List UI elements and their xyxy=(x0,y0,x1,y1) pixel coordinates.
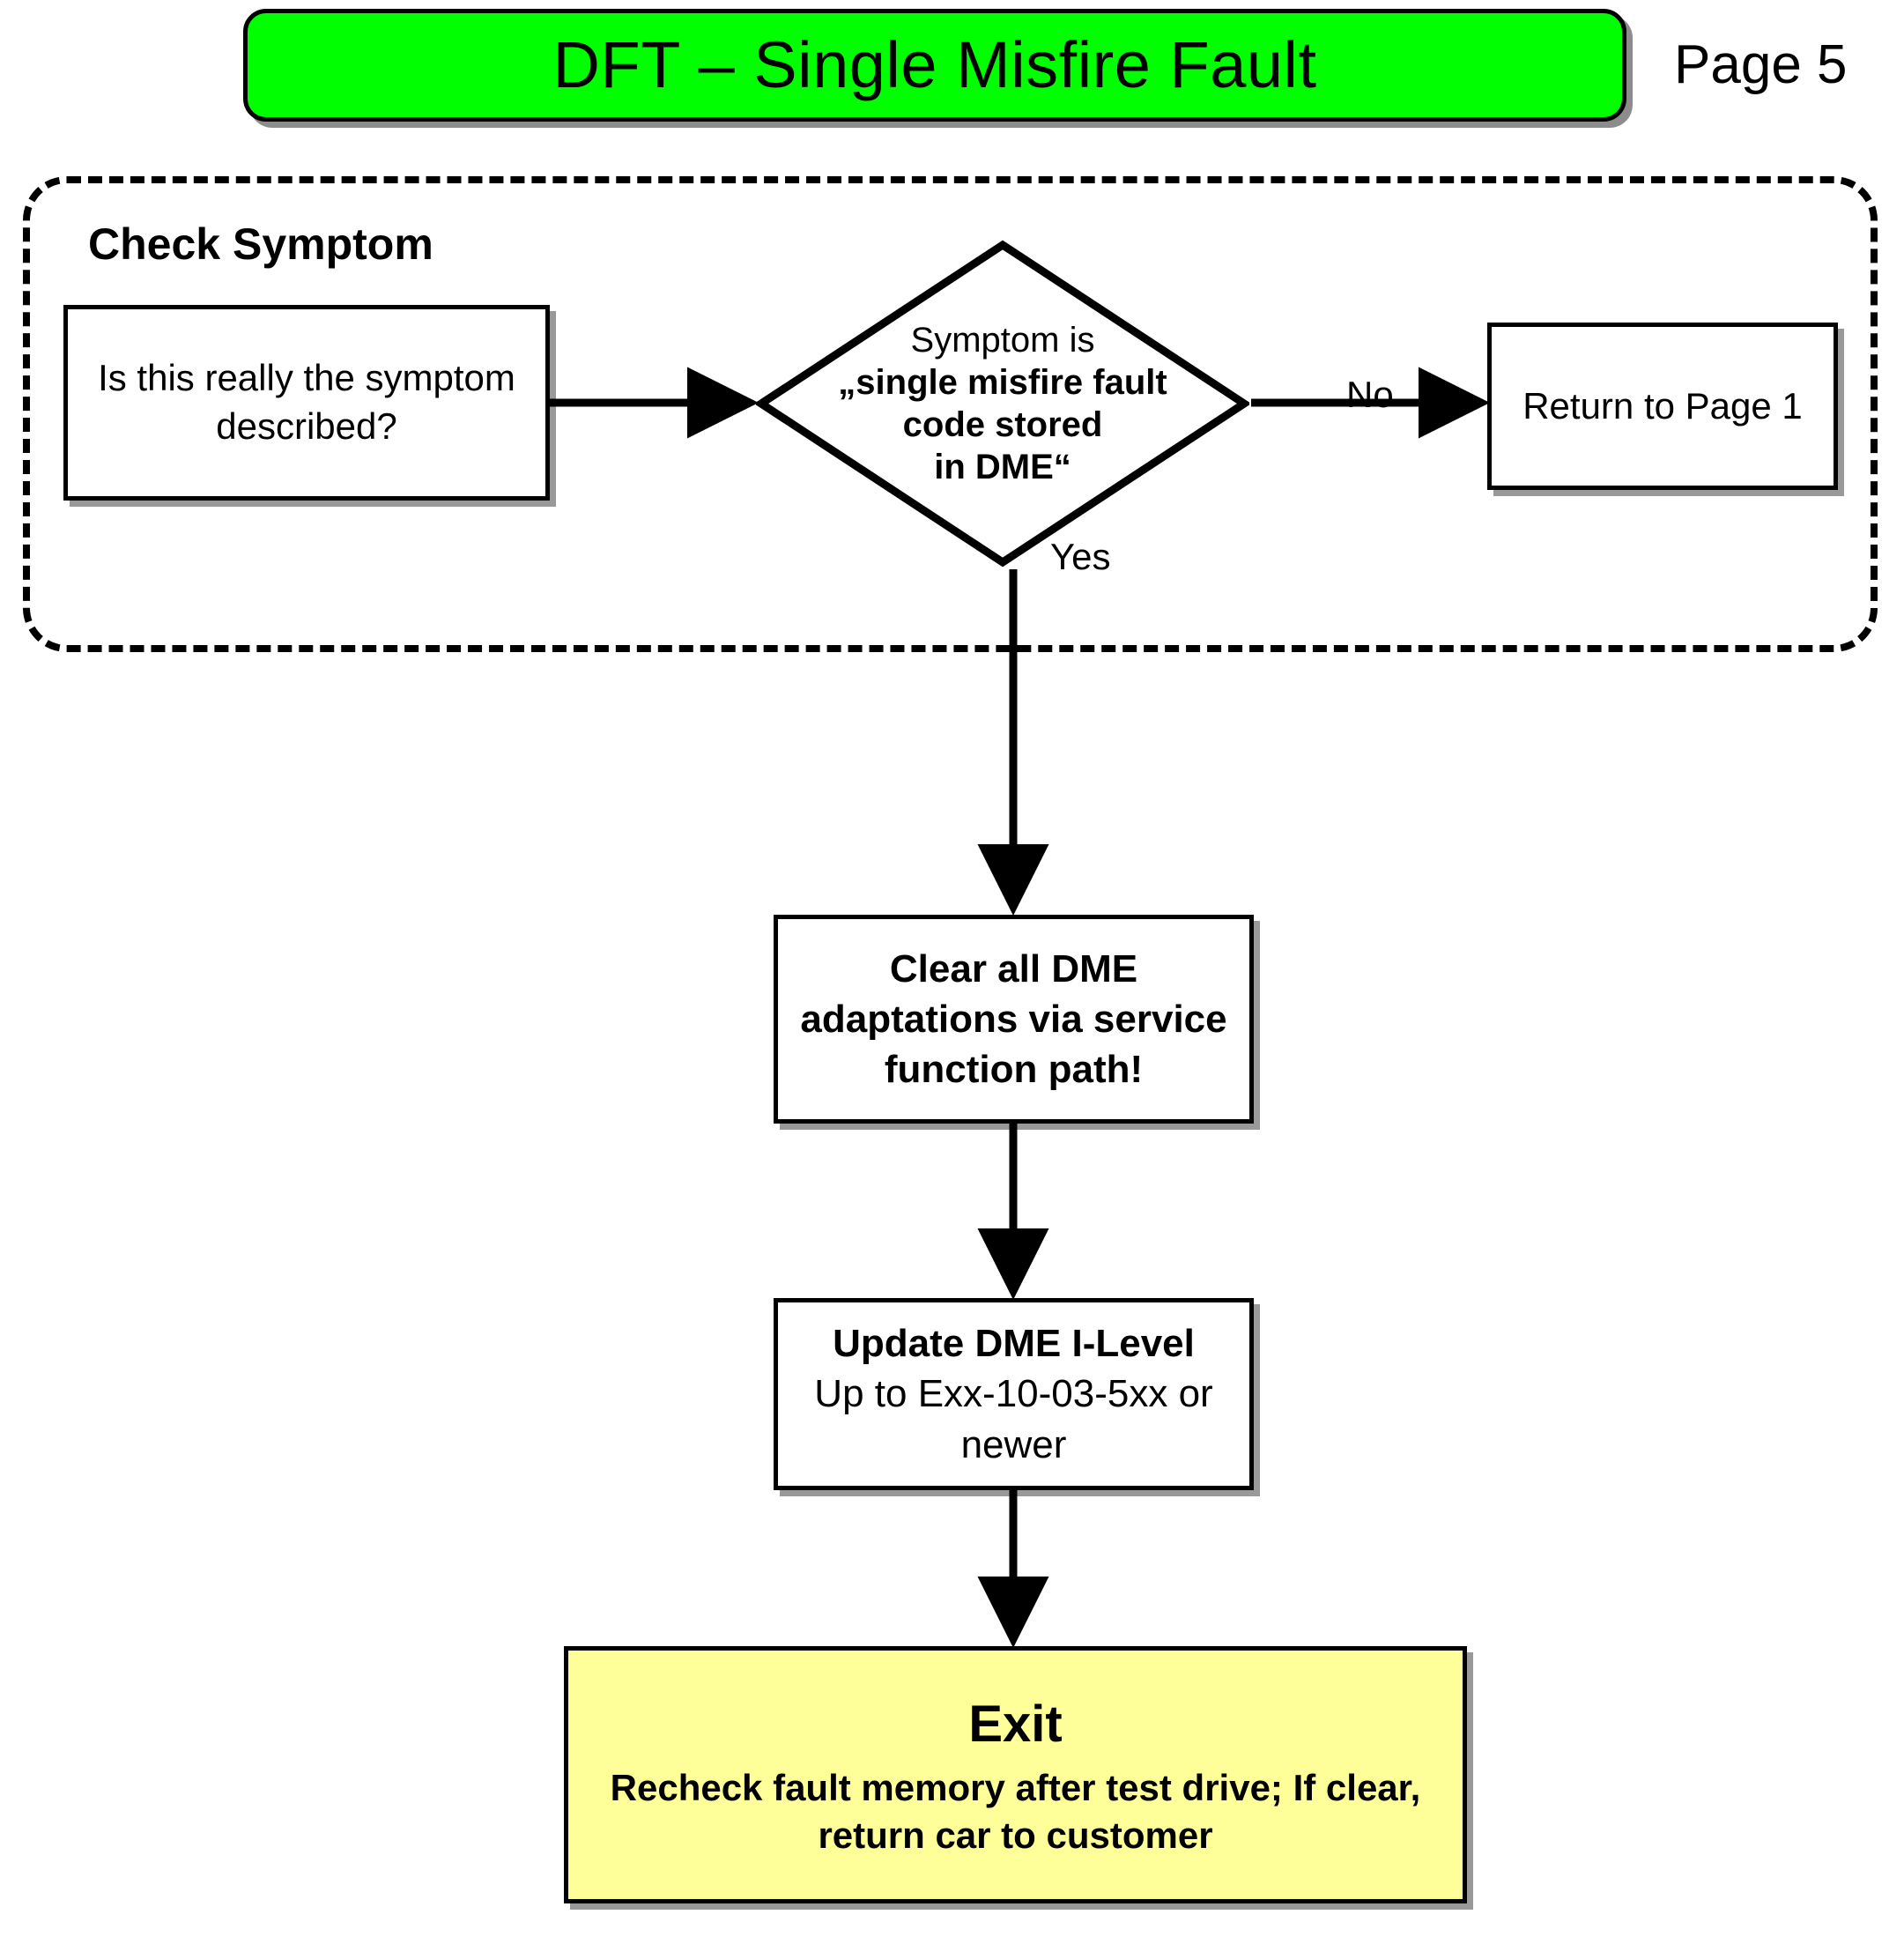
title-banner: DFT – Single Misfire Fault xyxy=(243,9,1626,122)
node-return-to-page-1[interactable]: Return to Page 1 xyxy=(1487,323,1838,490)
node-update-dme-ilevel-label: Update DME I-Level Up to Exx-10-03-5xx o… xyxy=(778,1318,1249,1470)
check-symptom-group xyxy=(23,176,1878,652)
node-exit[interactable]: Exit Recheck fault memory after test dri… xyxy=(564,1646,1467,1903)
node-exit-subtitle: Recheck fault memory after test drive; I… xyxy=(610,1766,1421,1856)
check-symptom-group-label: Check Symptom xyxy=(88,219,433,269)
node-symptom-check[interactable]: Is this really the symptom described? xyxy=(63,305,550,501)
node-update-dme-ilevel[interactable]: Update DME I-Level Up to Exx-10-03-5xx o… xyxy=(774,1298,1254,1490)
diamond-shape xyxy=(756,240,1249,568)
update-ilevel-line-1: Update DME I-Level xyxy=(833,1322,1195,1366)
update-ilevel-line-2: Up to Exx-10-03-5xx or newer xyxy=(814,1372,1213,1466)
node-exit-label: Exit Recheck fault memory after test dri… xyxy=(568,1691,1463,1859)
edge-label-no: No xyxy=(1346,374,1394,415)
page-number-label: Page 5 xyxy=(1674,34,1848,95)
node-clear-dme-adaptations[interactable]: Clear all DME adaptations via service fu… xyxy=(774,915,1254,1124)
edge-label-yes: Yes xyxy=(1050,536,1111,577)
node-exit-title: Exit xyxy=(968,1695,1063,1753)
node-decision-symptom[interactable]: Symptom is „single misfire fault code st… xyxy=(756,240,1249,568)
node-symptom-check-label: Is this really the symptom described? xyxy=(98,357,515,447)
page-title: DFT – Single Misfire Fault xyxy=(552,28,1317,101)
node-clear-dme-adaptations-label: Clear all DME adaptations via service fu… xyxy=(800,946,1227,1092)
node-return-to-page-1-label: Return to Page 1 xyxy=(1522,384,1803,427)
